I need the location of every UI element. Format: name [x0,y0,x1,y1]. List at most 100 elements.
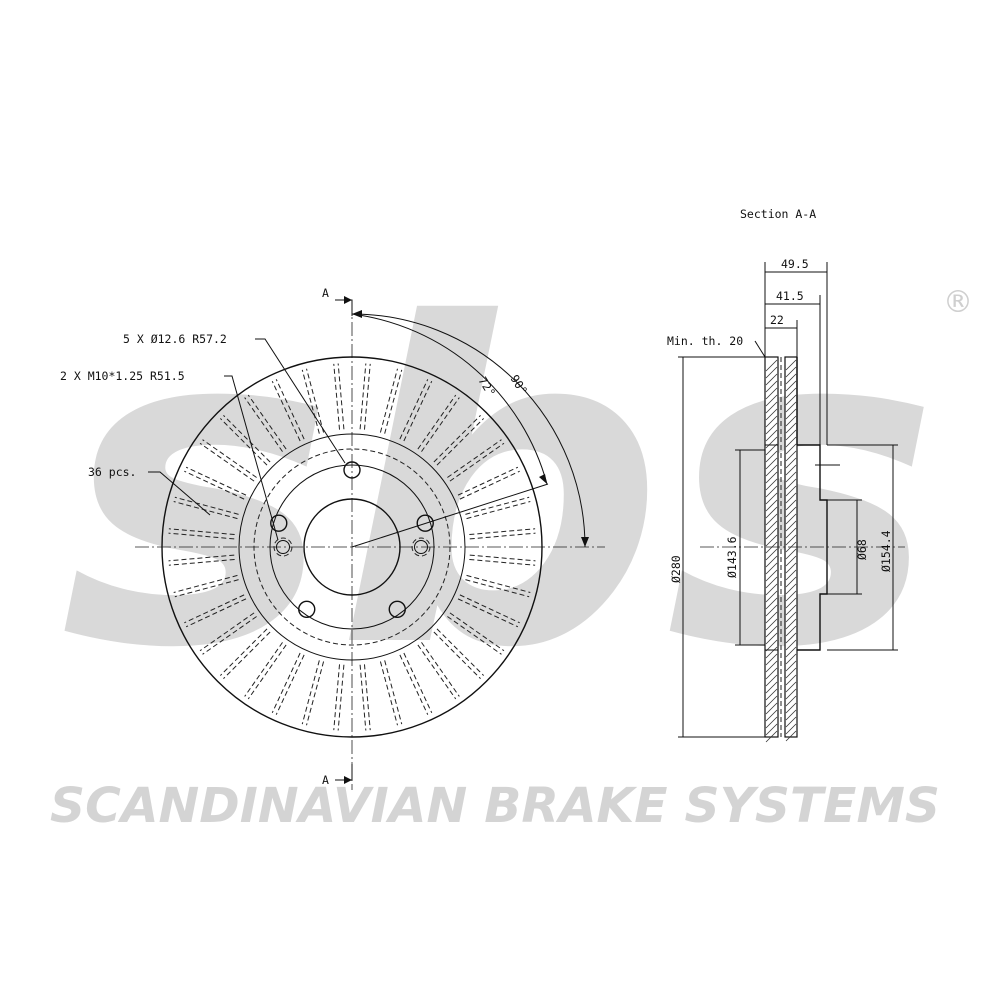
cooling-vane [363,664,371,731]
hatch-line [785,702,797,714]
dim-hat-diameter-label: Ø143.6 [725,536,739,578]
cooling-vane [184,470,245,500]
hatch-line [765,359,778,372]
hatch-line [785,625,797,637]
dim-center-bore-label: Ø68 [855,539,869,560]
hatch-line [785,499,797,511]
cooling-vane [199,612,255,652]
cooling-vane [174,496,239,515]
hatch-line [785,520,797,532]
sbs-logo-watermark: sbs ® [60,232,973,744]
hatch-line [765,541,778,554]
threaded-hole [276,540,290,554]
hatch-line [765,513,778,526]
cooling-vane [384,660,403,725]
cooling-vane [219,628,268,676]
cooling-vane [244,642,283,697]
hatch-line [785,590,797,602]
hatch-line [785,415,797,427]
hatch-line [765,702,778,715]
hatch-line [765,625,778,638]
cooling-vane [465,579,530,598]
dim-width-41-5: 41.5 [765,289,821,445]
hatch-line [765,373,778,386]
bolt-hole [298,600,316,618]
cooling-vane [465,496,530,515]
threaded-holes-label: 2 X M10*1.25 R51.5 [60,369,185,383]
cooling-vane [363,363,371,430]
cooling-vane [466,501,531,520]
dim-hub-face-diameter-label: Ø154.4 [879,530,893,572]
bolt-hole [388,600,406,618]
registered-trademark-icon: ® [943,285,973,320]
cooling-vane [436,418,485,466]
hatch-line [765,520,778,533]
hatch-line [785,408,797,420]
hatch-line [765,464,778,477]
cooling-vane [417,394,457,450]
hatch-line [765,499,778,512]
cooling-vane [168,554,235,562]
hatch-line [785,401,797,413]
cooling-vane [202,439,257,478]
dim-width-49-5: 49.5 [764,257,828,445]
arrowhead [581,537,589,547]
hatch-line [765,534,778,547]
hatch-line [765,569,778,582]
angle-arc-72 [351,313,548,485]
cooling-vane [223,631,271,680]
cooling-vane [271,652,301,714]
cooling-vane [459,470,520,500]
hatch-line [765,604,778,617]
hatch-line [785,436,797,448]
arrowhead [352,310,362,318]
hatch-line [785,660,797,672]
cooling-vane [469,554,536,562]
hatch-line [785,667,797,679]
threaded-hole-thread [411,537,431,557]
hatch-line [785,450,797,462]
cooling-vane [184,594,245,624]
hatch-line [765,422,778,435]
hatch-line [785,723,797,735]
hatch-line [765,380,778,393]
hatch-line [765,387,778,400]
hatch-line [785,471,797,483]
cooling-vane [247,644,287,700]
hatch-line [765,611,778,624]
bolt-holes [270,461,434,618]
cooling-vane [244,397,283,452]
cooling-vane [199,442,255,482]
center-bore [303,498,401,596]
cooling-vane [469,558,536,566]
hatch-line [765,562,778,575]
cooling-vane [337,363,345,430]
hatch-line [765,450,778,463]
hatch-line [765,401,778,414]
hatch-line [785,639,797,651]
hatch-line [765,527,778,540]
cooling-vanes [168,363,536,731]
bolt-hole [416,514,434,532]
hatch-line [765,485,778,498]
hatch-line [765,653,778,666]
dim-outer-diameter: Ø280 [669,356,765,738]
hatch-line [785,492,797,504]
hatch-line [765,443,778,456]
section-letter: A [322,773,329,787]
min-thickness-leader [754,340,766,358]
cooling-vane [271,380,301,442]
hatch-line [765,639,778,652]
cooling-vane [333,363,341,430]
threaded-holes [273,537,431,557]
dim-thickness: 22 [770,313,784,327]
hatch-line [765,590,778,603]
bolt-hole [343,461,361,479]
hatch-line [765,632,778,645]
cooling-vane [359,664,367,731]
cooling-vane [306,368,325,433]
hatch-line [785,632,797,644]
cooling-vane [185,466,247,496]
hatch-line [785,555,797,567]
bolt-hole [270,514,288,532]
